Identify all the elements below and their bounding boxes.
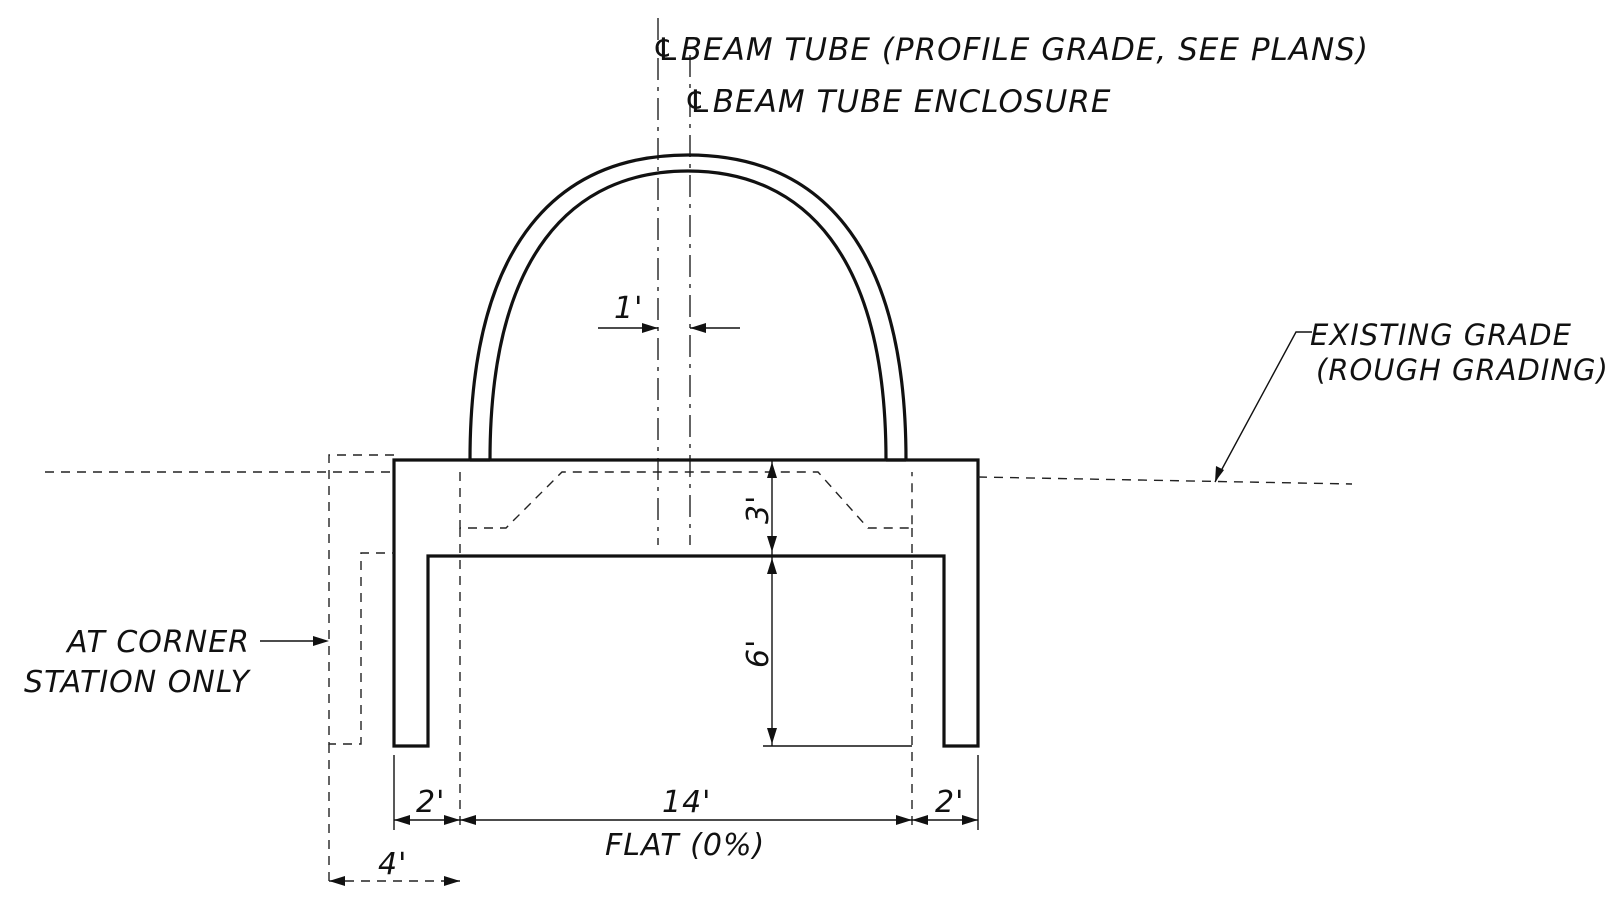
corner-label-1: AT CORNER <box>65 625 250 660</box>
dim-6ft-arrow-top <box>767 558 777 574</box>
dim-3ft-arrow-top <box>767 462 777 478</box>
interior-trough <box>459 471 913 529</box>
dim-2ft-right-arrow-a <box>912 815 928 825</box>
dim-14ft-label: 14' <box>662 785 711 820</box>
cl-enclosure-label: ℄BEAM TUBE ENCLOSURE <box>684 84 1111 120</box>
dim-1ft-label: 1' <box>614 291 643 326</box>
dim-4ft-label: 4' <box>378 847 407 882</box>
existing-grade-label-1: EXISTING GRADE <box>1310 318 1572 352</box>
grade-leader <box>1214 331 1312 483</box>
dim-1ft-arrow-left <box>642 323 658 333</box>
flat-slope-label: FLAT (0%) <box>605 828 765 863</box>
corner-label-2: STATION ONLY <box>24 665 252 700</box>
cl-beam-tube-label: ℄BEAM TUBE (PROFILE GRADE, SEE PLANS) <box>652 32 1369 68</box>
dim-3ft-label: 3' <box>741 495 776 524</box>
enclosure-section <box>392 458 980 748</box>
existing-grade-line-right <box>977 476 1353 485</box>
dim-2ft-left-arrow-a <box>394 815 410 825</box>
dim-4ft-arrow-left <box>329 876 345 886</box>
dim-3ft-arrow-bottom <box>767 536 777 552</box>
dim-2ft-left-label: 2' <box>416 785 445 820</box>
grade-leader-arrow <box>1215 466 1224 482</box>
dim-6ft-arrow-bottom <box>767 728 777 744</box>
corner-leader-arrow <box>313 636 329 646</box>
dim-2ft-right-arrow-b <box>962 815 978 825</box>
dim-4ft-arrow-right <box>444 876 460 886</box>
corner-station-outline <box>328 454 394 745</box>
dim-1ft-arrow-right <box>690 323 706 333</box>
existing-grade-label-2: (ROUGH GRADING) <box>1316 353 1609 387</box>
dim-2ft-right-label: 2' <box>935 785 964 820</box>
dim-14ft-arrow-a <box>460 815 476 825</box>
arch-inner <box>488 169 888 461</box>
arch-outer <box>468 153 908 461</box>
dim-6ft-label: 6' <box>741 639 776 668</box>
dim-14ft-arrow-b <box>896 815 912 825</box>
dim-2ft-left-arrow-b <box>444 815 460 825</box>
